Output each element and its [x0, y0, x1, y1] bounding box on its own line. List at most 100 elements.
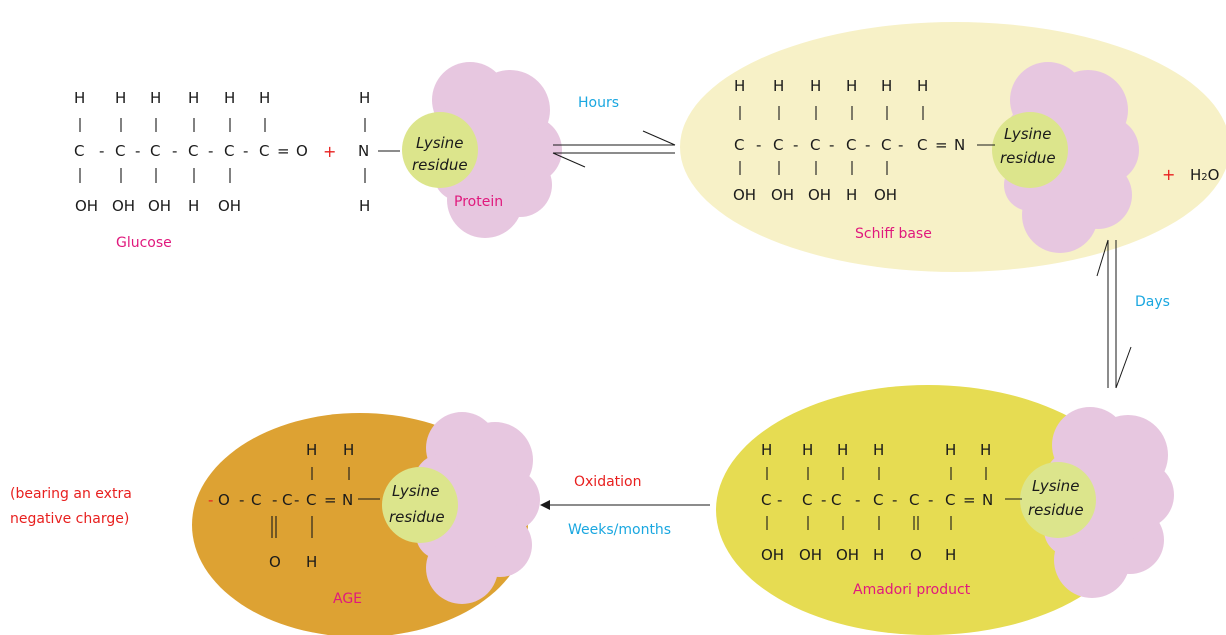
- schiff-base-structure: H H H H H H C - C - C - C - C - C = N OH…: [733, 77, 995, 204]
- atom-h: H: [306, 441, 317, 459]
- atom-h: H: [224, 89, 235, 107]
- glucose-label: Glucose: [116, 235, 172, 251]
- bond-dash: -: [777, 491, 782, 509]
- atom-h: H: [761, 441, 772, 459]
- atom-c: C: [74, 142, 84, 160]
- lysine-circle-age: [382, 467, 458, 543]
- group-oh: OH: [761, 546, 784, 564]
- extra-charge-note: (bearing an extra: [10, 486, 132, 502]
- atom-c: C: [831, 491, 841, 509]
- atom-c: C: [810, 136, 820, 154]
- lysine-label: residue: [1000, 149, 1056, 167]
- bond-dash: -: [172, 142, 177, 160]
- lysine-circle-schiff: [992, 112, 1068, 188]
- atom-c: C: [115, 142, 125, 160]
- atom-o: O: [910, 546, 922, 564]
- weeks-months-label: Weeks/months: [568, 522, 671, 538]
- atom-c: C: [306, 491, 316, 509]
- atom-h: H: [945, 546, 956, 564]
- bond-dash: -: [135, 142, 140, 160]
- bond-dash: -: [898, 136, 903, 154]
- atom-h: H: [150, 89, 161, 107]
- atom-n: N: [954, 136, 965, 154]
- atom-c: C: [881, 136, 891, 154]
- atom-c: C: [761, 491, 771, 509]
- atom-c: C: [224, 142, 234, 160]
- atom-h: H: [846, 186, 857, 204]
- amadori-product-label: Amadori product: [853, 582, 971, 598]
- atom-h: H: [846, 77, 857, 95]
- bond-dash: -: [99, 142, 104, 160]
- atom-o: O: [218, 491, 230, 509]
- lysine-circle-amadori: [1020, 462, 1096, 538]
- lysine-label: residue: [389, 508, 445, 526]
- bond-dash: -: [294, 491, 299, 509]
- atom-h: H: [115, 89, 126, 107]
- atom-h: H: [188, 197, 199, 215]
- atom-o: O: [296, 142, 308, 160]
- bond-dash: -: [272, 491, 277, 509]
- atom-h: H: [980, 441, 991, 459]
- days-label: Days: [1135, 294, 1170, 310]
- bond-dash: -: [855, 491, 860, 509]
- bond-dash: -: [928, 491, 933, 509]
- atom-h: H: [873, 546, 884, 564]
- bond-dash: -: [793, 136, 798, 154]
- age-structure: H H - O - C - C - C = N O H: [208, 441, 380, 571]
- bond-dash: -: [239, 491, 244, 509]
- group-oh: OH: [112, 197, 135, 215]
- atom-h: H: [802, 441, 813, 459]
- atom-n: N: [342, 491, 353, 509]
- atom-h: H: [837, 441, 848, 459]
- age-label: AGE: [333, 591, 362, 607]
- atom-c: C: [282, 491, 292, 509]
- atom-h: H: [917, 77, 928, 95]
- group-oh: OH: [733, 186, 756, 204]
- group-oh: OH: [148, 197, 171, 215]
- bond-dash: -: [829, 136, 834, 154]
- group-oh: OH: [218, 197, 241, 215]
- plus-sign: +: [1162, 165, 1175, 184]
- group-oh: OH: [75, 197, 98, 215]
- lysine-label: residue: [412, 156, 468, 174]
- equilibrium-arrow-days: [1096, 239, 1132, 389]
- atom-h: H: [359, 89, 370, 107]
- lysine-label: Lysine: [1004, 125, 1051, 143]
- atom-h: H: [734, 77, 745, 95]
- atom-n: N: [358, 142, 369, 160]
- schiff-base-label: Schiff base: [855, 226, 932, 242]
- lysine-circle-glucose: [402, 112, 478, 188]
- atom-c: C: [802, 491, 812, 509]
- group-oh: OH: [771, 186, 794, 204]
- bond-dash: -: [892, 491, 897, 509]
- double-bond: =: [277, 142, 290, 160]
- bond-dash: -: [756, 136, 761, 154]
- bond-dash: -: [208, 142, 213, 160]
- atom-h: H: [945, 441, 956, 459]
- atom-n: N: [982, 491, 993, 509]
- group-oh: OH: [836, 546, 859, 564]
- bond-dash: -: [821, 491, 826, 509]
- atom-h: H: [188, 89, 199, 107]
- atom-c: C: [846, 136, 856, 154]
- protein-amine: H N H: [358, 89, 400, 215]
- bond-dash: -: [243, 142, 248, 160]
- atom-c: C: [873, 491, 883, 509]
- double-bond: =: [935, 136, 948, 154]
- double-bond: =: [963, 491, 976, 509]
- group-oh: OH: [799, 546, 822, 564]
- negative-charge: -: [208, 491, 213, 509]
- amadori-product-structure: H H H H H H C - C - C - C - C - C = N OH…: [761, 441, 1022, 564]
- atom-c: C: [773, 136, 783, 154]
- extra-charge-note: negative charge): [10, 511, 129, 527]
- atom-h: H: [881, 77, 892, 95]
- atom-c: C: [251, 491, 261, 509]
- atom-c: C: [909, 491, 919, 509]
- protein-label: Protein: [454, 194, 503, 210]
- equilibrium-arrow-hours: [552, 130, 676, 168]
- water-label: H2O: [1190, 166, 1219, 184]
- atom-h: H: [343, 441, 354, 459]
- atom-c: C: [917, 136, 927, 154]
- double-bond: =: [324, 491, 337, 509]
